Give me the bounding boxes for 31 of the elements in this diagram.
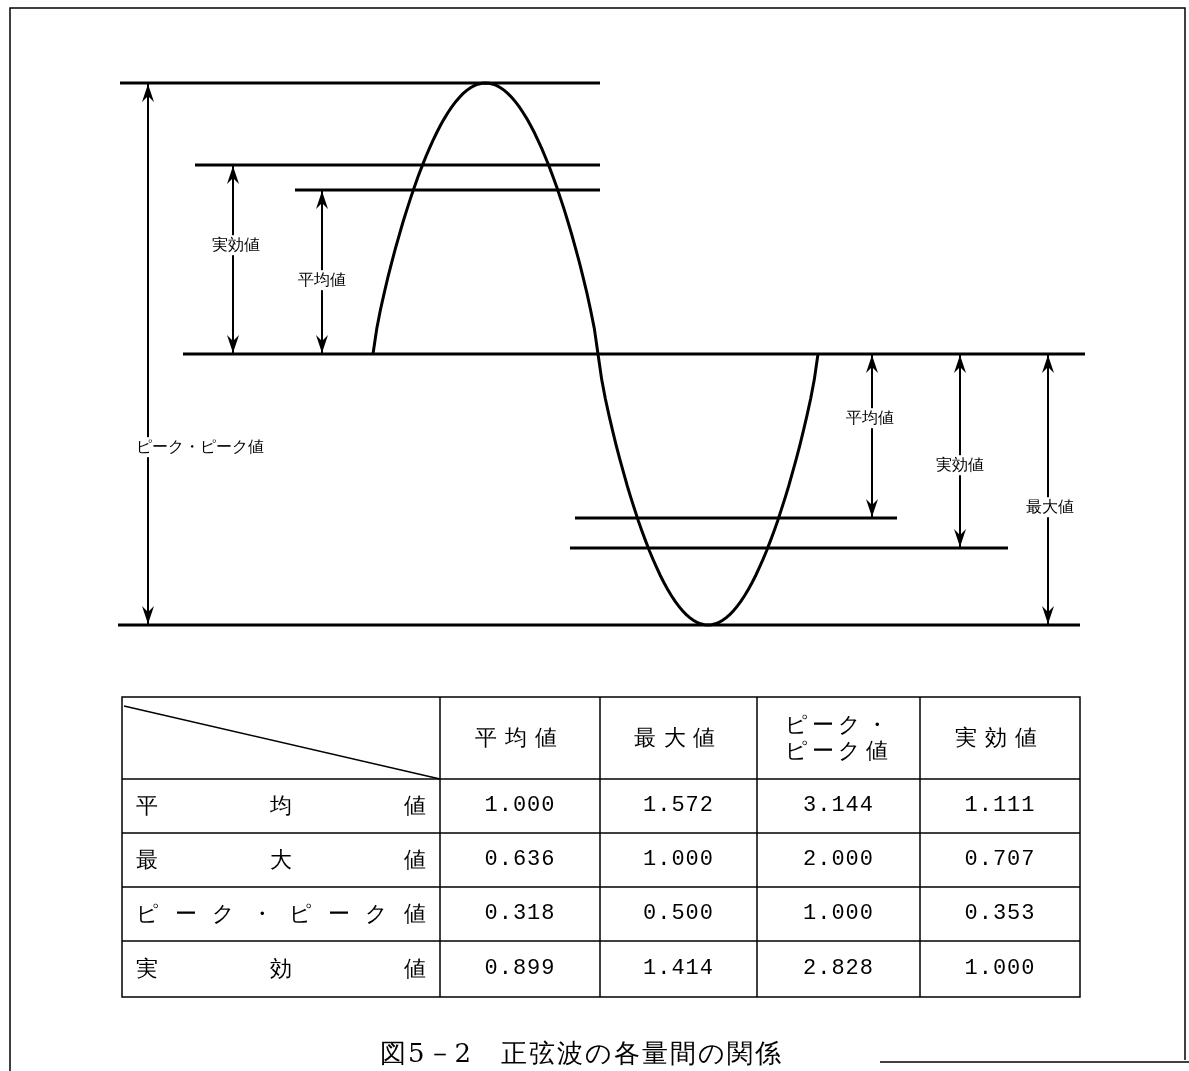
- column-header: 最大値: [633, 724, 724, 752]
- dimension-label: 平均値: [846, 408, 894, 428]
- value-text: 1.000: [643, 846, 714, 874]
- value-text: 0.500: [643, 900, 714, 928]
- value-text: 0.899: [484, 955, 556, 983]
- value-text: 1.000: [803, 900, 874, 928]
- value-text: 1.111: [964, 792, 1036, 820]
- figure-caption: 図5－2 正弦波の各量間の関係: [380, 1037, 784, 1070]
- value-text: 1.414: [643, 955, 714, 983]
- value-text: 2.828: [803, 955, 874, 983]
- column-header: ピーク・ピーク値: [783, 711, 894, 765]
- value-text: 0.318: [484, 900, 556, 928]
- dimension-label: 実効値: [936, 455, 984, 475]
- column-header: 実効値: [955, 724, 1045, 752]
- row-header: 最大値: [135, 846, 427, 874]
- column-header: 平均値: [475, 724, 565, 752]
- value-text: 0.353: [964, 900, 1036, 928]
- dimension-label: 実効値: [212, 235, 260, 255]
- dimension-label: ピーク・ピーク値: [136, 437, 264, 457]
- dimension-label: 平均値: [298, 270, 346, 290]
- value-text: 2.000: [803, 846, 874, 874]
- value-text: 3.144: [803, 792, 874, 820]
- value-text: 1.000: [964, 955, 1036, 983]
- row-header: ピーク・ピーク値: [135, 900, 427, 928]
- dimension-label: 最大値: [1026, 497, 1074, 517]
- value-text: 0.636: [484, 846, 556, 874]
- row-header: 平均値: [135, 792, 427, 820]
- value-text: 0.707: [964, 846, 1036, 874]
- value-text: 1.000: [484, 792, 556, 820]
- row-header: 実効値: [135, 955, 427, 983]
- value-text: 1.572: [643, 792, 714, 820]
